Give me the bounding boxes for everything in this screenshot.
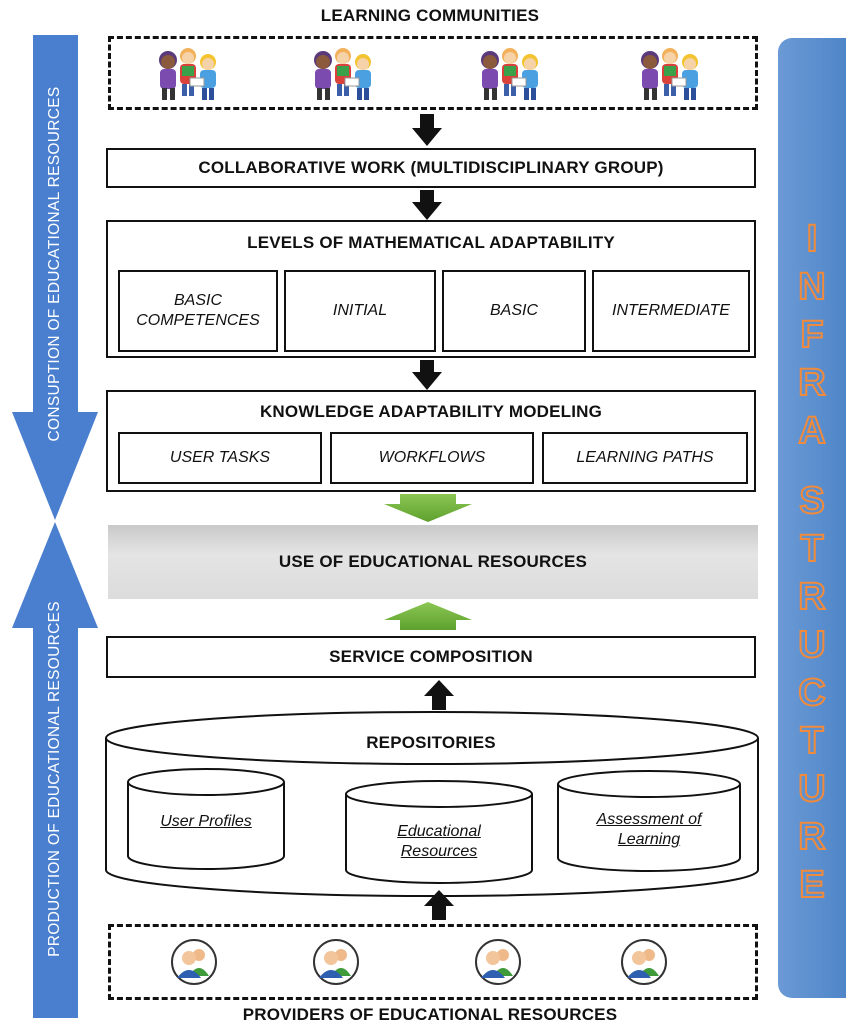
infrastructure-letter: U: [797, 767, 826, 811]
knowledge-box: KNOWLEDGE ADAPTABILITY MODELING USER TAS…: [106, 390, 756, 492]
levels-box: LEVELS OF MATHEMATICAL ADAPTABILITY BASI…: [106, 220, 756, 358]
collaborative-work-box: COLLABORATIVE WORK (MULTIDISCIPLINARY GR…: [106, 148, 756, 188]
learning-paths-box: LEARNING PATHS: [542, 432, 748, 484]
assessment-label: Assessment of Learning: [596, 811, 702, 848]
children-group-icon: [641, 48, 698, 100]
infrastructure-letter: I: [806, 217, 819, 261]
down-arrow-1: [412, 114, 442, 146]
learning-communities-label: LEARNING COMMUNITIES: [320, 6, 540, 25]
users-avatar-icon: [313, 939, 359, 985]
consumption-label: CONSUPTION OF EDUCATIONAL RESOURCES: [46, 86, 63, 442]
children-group-icon: [481, 48, 538, 100]
infrastructure-letter: R: [797, 815, 826, 859]
down-arrow-3: [412, 360, 442, 390]
production-label: PRODUCTION OF EDUCATIONAL RESOURCES: [46, 601, 63, 957]
down-arrow-2: [412, 190, 442, 220]
level-basic-competences: BASIC COMPETENCES: [118, 270, 278, 352]
users-avatar-icon: [171, 939, 217, 985]
infrastructure-letter: A: [797, 409, 826, 453]
children-group-icon: [314, 48, 371, 100]
use-resources-band: USE OF EDUCATIONAL RESOURCES: [108, 525, 758, 599]
learning-communities-box: [108, 36, 758, 110]
infrastructure-letter: S: [798, 479, 825, 523]
green-up-arrow: [384, 602, 472, 630]
level-intermediate: INTERMEDIATE: [592, 270, 750, 352]
users-avatar-icon: [475, 939, 521, 985]
assessment-cylinder: [557, 770, 741, 872]
level-basic: BASIC: [442, 270, 586, 352]
infrastructure-letter: R: [797, 575, 826, 619]
left-arrows-graphic: [12, 35, 98, 1018]
infrastructure-letter: C: [797, 671, 826, 715]
providers-box: [108, 924, 758, 1000]
service-composition-box: SERVICE COMPOSITION: [106, 636, 756, 678]
infrastructure-letter: R: [797, 361, 826, 405]
up-arrow-2: [424, 890, 454, 920]
repositories-title: REPOSITORIES: [366, 733, 496, 752]
green-down-arrow: [384, 494, 472, 522]
user-tasks-box: USER TASKS: [118, 432, 322, 484]
user-profiles-label: User Profiles: [160, 813, 252, 830]
educational-resources-label: Educational Resources: [397, 823, 481, 860]
infrastructure-letter: T: [799, 527, 824, 571]
providers-label: PROVIDERS OF EDUCATIONAL RESOURCES: [242, 1005, 618, 1024]
production-arrow: [12, 522, 98, 1018]
user-profiles-cylinder: [127, 768, 285, 870]
up-arrow-1: [424, 680, 454, 710]
infrastructure-letter: F: [799, 313, 824, 357]
users-avatar-icon: [621, 939, 667, 985]
infrastructure-letter: N: [797, 265, 826, 309]
children-group-icon: [159, 48, 216, 100]
levels-title: LEVELS OF MATHEMATICAL ADAPTABILITY: [247, 233, 615, 252]
knowledge-title: KNOWLEDGE ADAPTABILITY MODELING: [259, 402, 603, 421]
infrastructure-bar: [778, 38, 846, 998]
educational-resources-cylinder: [345, 780, 533, 884]
level-initial: INITIAL: [284, 270, 436, 352]
consumption-arrow: [12, 35, 98, 520]
infrastructure-letter: E: [798, 863, 825, 907]
infrastructure-letter: T: [799, 719, 824, 763]
workflows-box: WORKFLOWS: [330, 432, 534, 484]
infrastructure-letter: U: [797, 623, 826, 667]
